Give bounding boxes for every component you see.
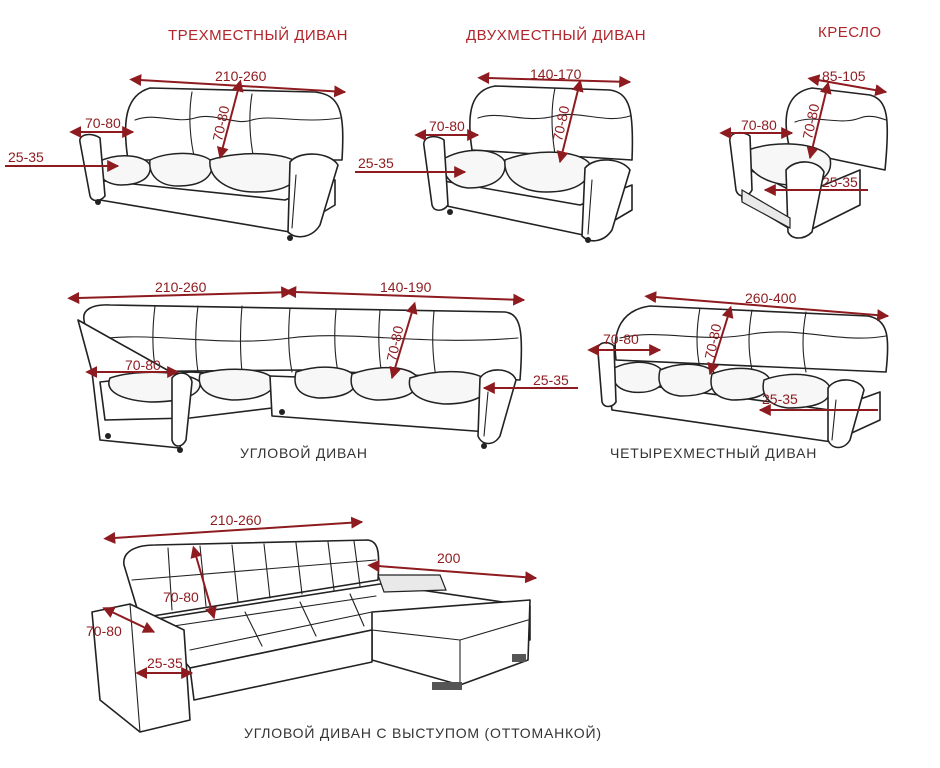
ottoman-width-label: 210-260 <box>210 512 262 528</box>
four-seat-sofa: 260-400 70-80 70-80 25-35 ЧЕТЫРЕХМЕСТНЫЙ… <box>587 290 890 461</box>
four-seat-height-arrow <box>707 305 734 376</box>
two-seat-arm-label: 25-35 <box>358 155 394 171</box>
two-seat-sofa: ДВУХМЕСТНЫЙ ДИВАН 140-170 70-80 70-80 25… <box>355 26 646 243</box>
four-seat-width-label: 260-400 <box>745 290 797 306</box>
corner-arm-label: 25-35 <box>533 372 569 388</box>
three-seat-sofa-drawing <box>79 87 344 241</box>
ottoman-extension-label: 200 <box>437 550 461 566</box>
three-seat-depth-label: 70-80 <box>85 115 121 131</box>
three-seat-width-label: 210-260 <box>215 68 267 84</box>
four-seat-arm-label: 25-35 <box>762 391 798 407</box>
ottoman-depth-arrow <box>102 607 156 633</box>
armchair-title: КРЕСЛО <box>818 24 882 41</box>
corner-width-left-arrow <box>67 286 294 304</box>
armchair: КРЕСЛО 85-105 70-80 70-80 25-35 <box>719 24 889 239</box>
ottoman-depth-label: 70-80 <box>86 623 122 639</box>
ottoman-height-arrow <box>190 545 217 620</box>
two-seat-title: ДВУХМЕСТНЫЙ ДИВАН <box>466 26 646 44</box>
three-seat-title: ТРЕХМЕСТНЫЙ ДИВАН <box>168 26 348 44</box>
corner-width-right-arrow <box>284 286 526 306</box>
corner-width-left-label: 210-260 <box>155 279 207 295</box>
two-seat-height-label: 70-80 <box>549 104 572 143</box>
armchair-width-label: 85-105 <box>822 68 866 84</box>
corner-sofa: 210-260 140-190 70-80 70-80 25-35 УГЛОВО… <box>67 279 578 461</box>
armchair-depth-label: 70-80 <box>741 117 777 133</box>
four-seat-height-label: 70-80 <box>701 322 724 361</box>
ottoman-arm-label: 25-35 <box>147 655 183 671</box>
four-seat-depth-label: 70-80 <box>603 331 639 347</box>
corner-caption: УГЛОВОЙ ДИВАН <box>240 444 368 461</box>
two-seat-height-arrow <box>556 79 584 164</box>
three-seat-height-label: 70-80 <box>209 104 232 143</box>
ottoman-height-label: 70-80 <box>163 589 199 605</box>
ottoman-extension-arrow <box>367 560 538 584</box>
ottoman-caption: УГЛОВОЙ ДИВАН С ВЫСТУПОМ (ОТТОМАНКОЙ) <box>244 724 602 741</box>
two-seat-sofa-drawing <box>423 85 634 243</box>
four-seat-width-arrow <box>644 291 890 322</box>
four-seat-sofa-drawing <box>597 305 889 449</box>
armchair-height-arrow <box>806 81 832 160</box>
two-seat-width-label: 140-170 <box>530 66 582 82</box>
three-seat-height-arrow <box>216 79 244 160</box>
ottoman-corner-sofa: 210-260 200 70-80 70-80 25-35 УГЛОВОЙ ДИ… <box>86 512 602 741</box>
four-seat-caption: ЧЕТЫРЕХМЕСТНЫЙ ДИВАН <box>610 444 817 461</box>
armchair-height-label: 70-80 <box>799 102 822 141</box>
ottoman-width-arrow <box>103 516 364 544</box>
armchair-arm-label: 25-35 <box>822 174 858 190</box>
ottoman-sofa-drawing <box>91 539 531 733</box>
corner-height-arrow <box>389 301 418 380</box>
corner-width-right-label: 140-190 <box>380 279 432 295</box>
three-seat-arm-label: 25-35 <box>8 149 44 165</box>
two-seat-depth-label: 70-80 <box>429 118 465 134</box>
three-seat-sofa: ТРЕХМЕСТНЫЙ ДИВАН 210-260 70-80 70-80 <box>5 26 348 241</box>
corner-sofa-drawing <box>77 304 523 453</box>
corner-height-label: 70-80 <box>383 324 406 363</box>
corner-depth-label: 70-80 <box>125 357 161 373</box>
